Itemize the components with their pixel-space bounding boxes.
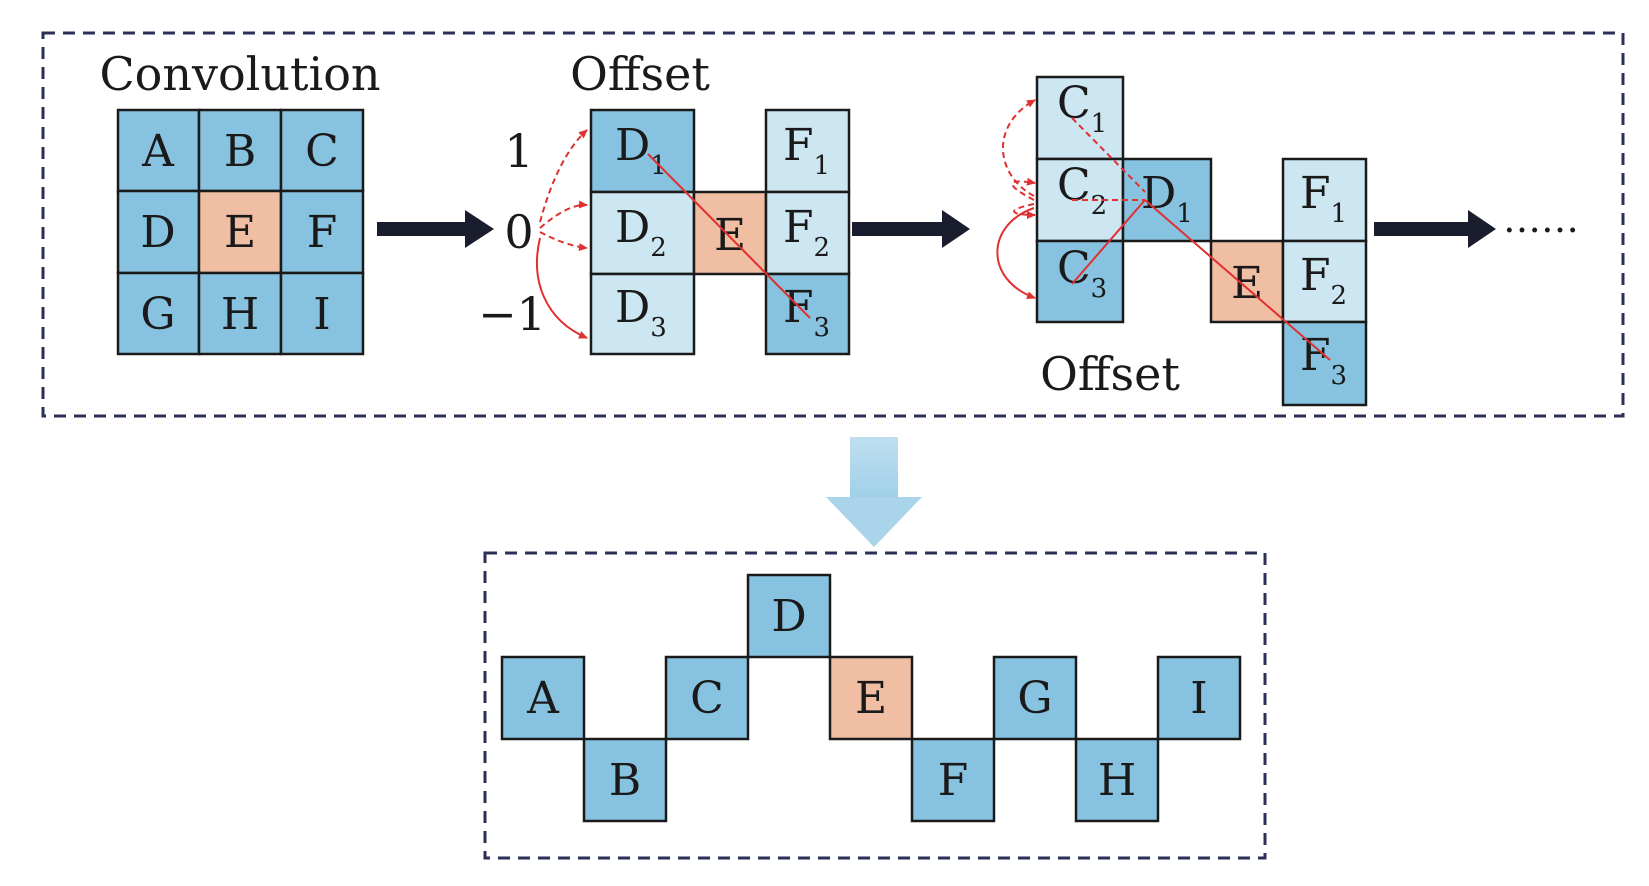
stage2-d3-label: D3 bbox=[615, 282, 667, 343]
bottom-cell-label: H bbox=[1098, 755, 1136, 806]
stage2-d2-label: D2 bbox=[615, 202, 667, 263]
process-arrow-3 bbox=[1374, 210, 1496, 248]
stage3-f1-cell bbox=[1281, 157, 1368, 243]
bottom-cell-label: D bbox=[771, 591, 806, 642]
bottom-cell-label: I bbox=[1190, 673, 1207, 724]
stage2-f1-label: F1 bbox=[783, 120, 830, 181]
stage3-c2-label: C2 bbox=[1057, 160, 1107, 221]
stage2-f2-label: F2 bbox=[783, 202, 830, 263]
bottom-cell-label: G bbox=[1017, 673, 1052, 724]
conv-cell-label: B bbox=[224, 126, 256, 177]
bottom-cell-label: F bbox=[938, 755, 969, 806]
stage2-d3-cell bbox=[589, 272, 696, 356]
stage2-f2-cell bbox=[764, 190, 851, 276]
conv-cell-label: E bbox=[224, 207, 256, 258]
stage3-c1-cell bbox=[1035, 75, 1125, 161]
bottom-cell-label: B bbox=[609, 755, 641, 806]
offset-title-1: Offset bbox=[570, 47, 710, 101]
conv-cell-label: A bbox=[141, 126, 175, 177]
convolution-grid bbox=[116, 108, 365, 356]
stage3-sampling-lines bbox=[1071, 117, 1331, 361]
stage3-c1-label: C1 bbox=[1057, 78, 1107, 139]
process-arrow-2 bbox=[852, 210, 970, 248]
down-arrow bbox=[826, 437, 922, 547]
stage2-offset-arrows bbox=[536, 129, 588, 339]
bottom-cell-label: C bbox=[690, 673, 724, 724]
conv-cell-label: C bbox=[305, 126, 339, 177]
offset-title-2: Offset bbox=[1040, 347, 1180, 401]
stage3-offset-arrows bbox=[996, 99, 1036, 300]
bottom-cell-label: E bbox=[855, 673, 887, 724]
conv-cell-label: D bbox=[140, 207, 175, 258]
conv-cell-label: H bbox=[221, 289, 259, 340]
bottom-sequence-cells bbox=[500, 573, 1242, 823]
top-panel-frame bbox=[41, 31, 1625, 418]
stage2-d1-cell bbox=[589, 108, 696, 194]
stage3-f2-label: F2 bbox=[1300, 250, 1347, 311]
offset-value-zero: 0 bbox=[504, 205, 533, 259]
conv-cell-label: F bbox=[307, 207, 338, 258]
stage3-c3-cell bbox=[1035, 239, 1125, 324]
stage2-f1-cell bbox=[764, 108, 851, 194]
bottom-cell-label: A bbox=[526, 673, 560, 724]
offset-value-negative: −1 bbox=[478, 287, 546, 341]
stage2-e-label: E bbox=[714, 210, 746, 261]
continuation-ellipsis: …… bbox=[1503, 197, 1579, 241]
convolution-title: Convolution bbox=[99, 47, 380, 101]
stage2-sampling-line bbox=[647, 153, 811, 319]
conv-cell-label: G bbox=[140, 289, 175, 340]
bottom-panel-frame bbox=[483, 551, 1267, 860]
stage3-f3-cell bbox=[1281, 320, 1368, 407]
stage3-f1-label: F1 bbox=[1300, 168, 1347, 229]
stage3-e-label: E bbox=[1231, 258, 1263, 309]
process-arrow-1 bbox=[377, 210, 494, 248]
conv-cell-label: I bbox=[313, 289, 330, 340]
offset-value-positive: 1 bbox=[504, 124, 533, 178]
